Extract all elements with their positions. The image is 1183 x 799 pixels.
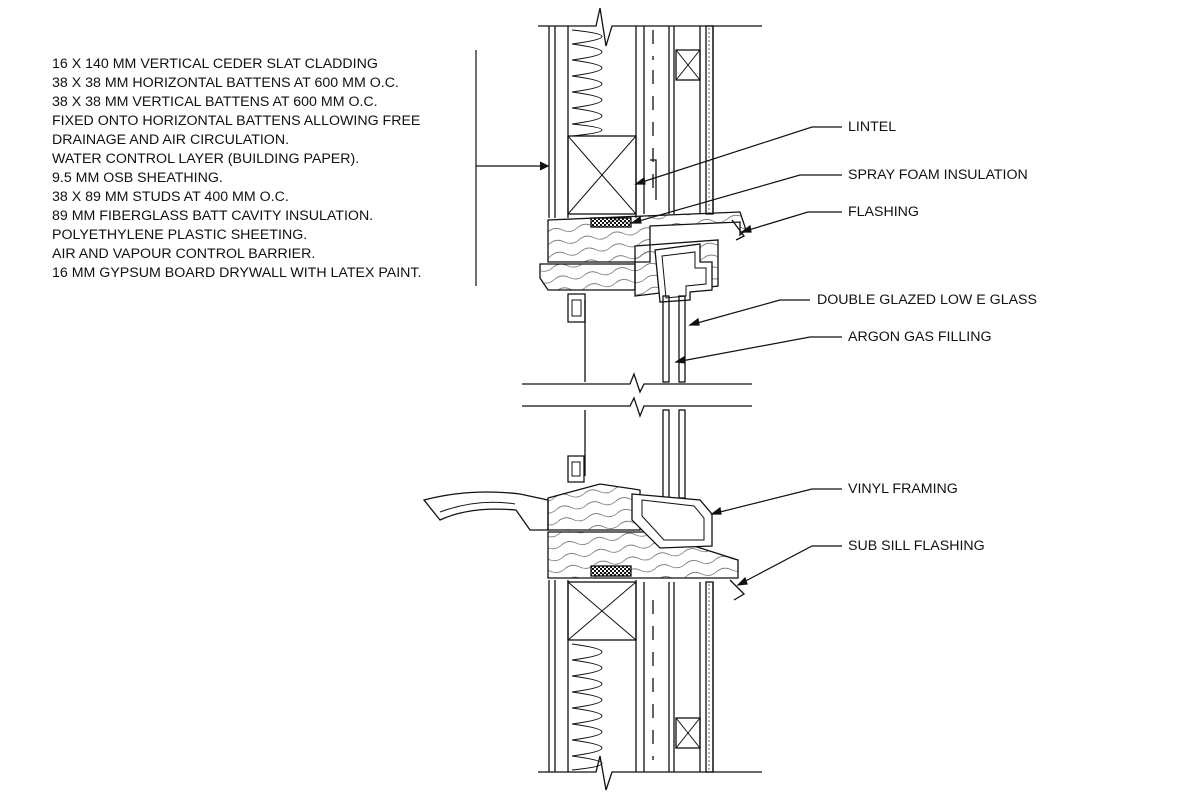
callout-flashing: FLASHING — [848, 204, 919, 220]
spec-bracket — [475, 50, 550, 286]
leader-lines — [630, 126, 842, 586]
callout-spray-foam: SPRAY FOAM INSULATION — [848, 167, 1028, 183]
callout-argon: ARGON GAS FILLING — [848, 329, 992, 345]
spec-note: 38 X 38 MM VERTICAL BATTENS AT 600 MM O.… — [52, 94, 378, 110]
window-head — [539, 211, 747, 323]
callout-double-glazed: DOUBLE GLAZED LOW E GLASS — [817, 292, 1037, 308]
spec-note: 89 MM FIBERGLASS BATT CAVITY INSULATION. — [52, 208, 374, 224]
spec-note: POLYETHYLENE PLASTIC SHEETING. — [52, 227, 308, 243]
spec-note: 38 X 38 MM HORIZONTAL BATTENS AT 600 MM … — [52, 75, 399, 91]
window-sill — [422, 455, 746, 601]
spec-note: 16 MM GYPSUM BOARD DRYWALL WITH LATEX PA… — [52, 265, 422, 281]
callout-sub-sill: SUB SILL FLASHING — [848, 538, 985, 554]
spec-note: 38 X 89 MM STUDS AT 400 MM O.C. — [52, 189, 289, 205]
callout-lintel: LINTEL — [848, 119, 897, 135]
glazing-unit — [522, 295, 752, 499]
callout-vinyl-framing: VINYL FRAMING — [848, 481, 958, 497]
spec-note: 9.5 MM OSB SHEATHING. — [52, 170, 223, 186]
lower-wall — [538, 580, 762, 791]
spec-note: WATER CONTROL LAYER (BUILDING PAPER). — [52, 151, 360, 167]
spec-note: 16 X 140 MM VERTICAL CEDER SLAT CLADDING — [52, 56, 378, 72]
upper-wall — [538, 7, 762, 218]
spec-notes-list: 16 X 140 MM VERTICAL CEDER SLAT CLADDING… — [52, 55, 477, 283]
spec-note: DRAINAGE AND AIR CIRCULATION. — [52, 132, 290, 148]
spec-note: FIXED ONTO HORIZONTAL BATTENS ALLOWING F… — [52, 113, 421, 129]
spec-note: AIR AND VAPOUR CONTROL BARRIER. — [52, 246, 316, 262]
